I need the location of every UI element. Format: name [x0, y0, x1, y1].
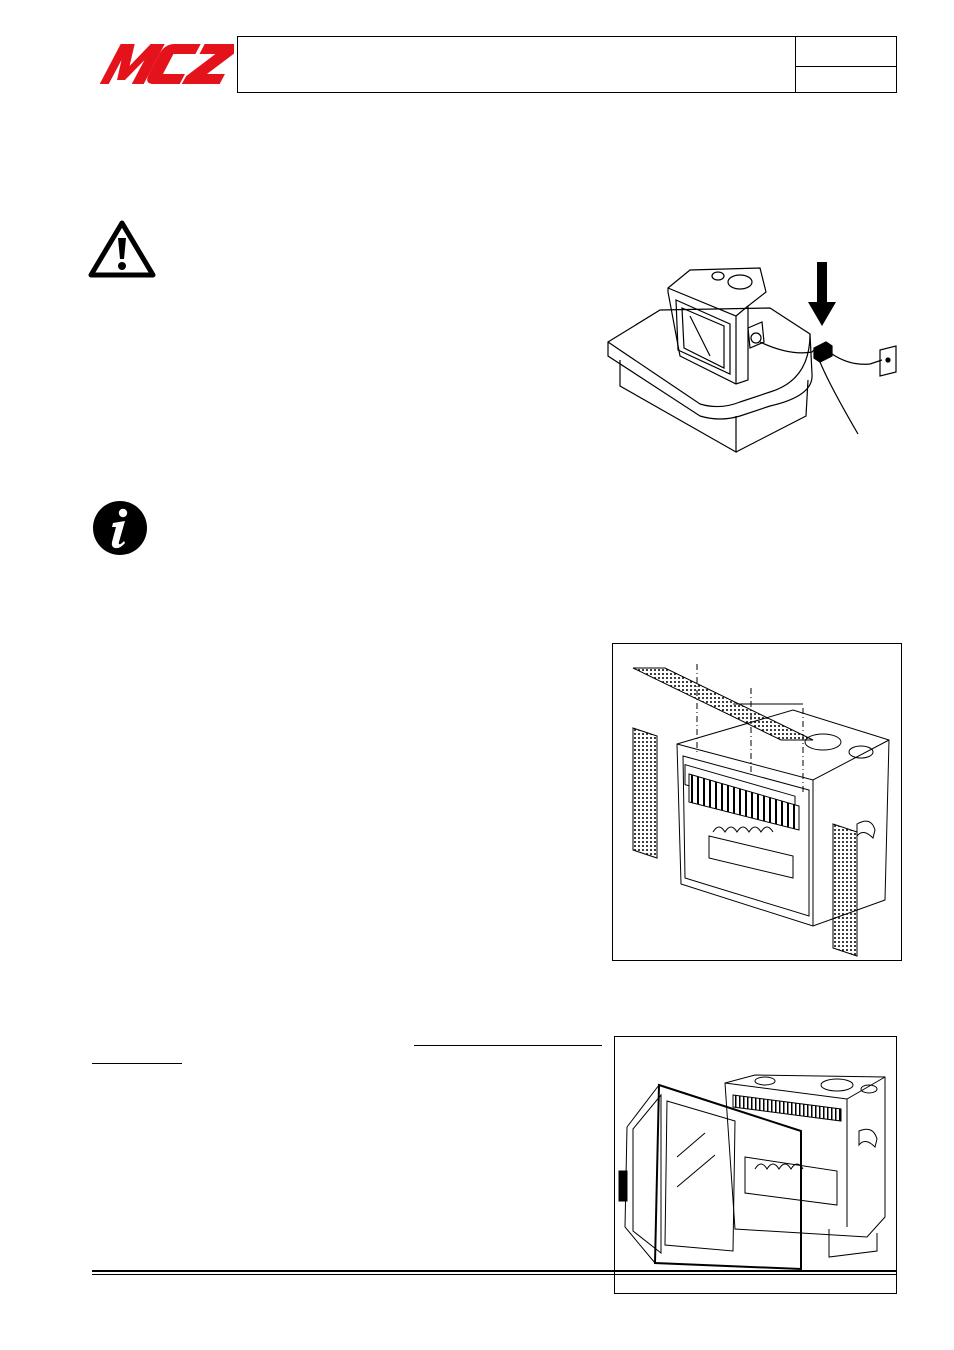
underline-mark	[414, 1045, 602, 1046]
info-icon	[92, 500, 148, 556]
header-cell-divider	[795, 66, 897, 67]
footer-rule	[92, 1270, 897, 1272]
warning-triangle-icon	[88, 220, 156, 278]
underline-mark-2	[92, 1063, 182, 1064]
installation-illustration-power	[600, 256, 900, 458]
exploded-view-figure	[612, 643, 902, 961]
mcz-logo	[92, 40, 234, 86]
open-door-figure	[614, 1036, 897, 1294]
header-divider	[795, 36, 796, 93]
header-title-box	[237, 36, 897, 93]
footer-rule-thin	[92, 1274, 897, 1275]
